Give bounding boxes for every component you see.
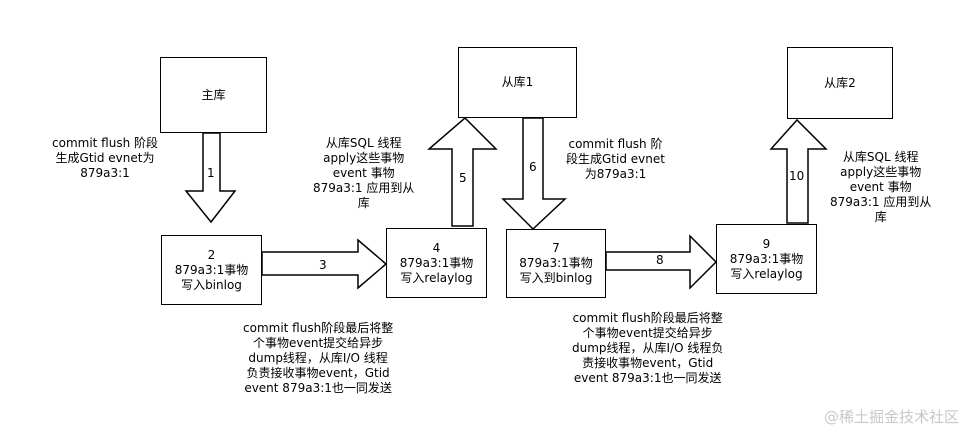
note-slave2-sql: 从库SQL 线程 apply这些事物 event 事物 879a3:1 应用到从… <box>830 150 932 224</box>
step9-line2: 写入relaylog <box>730 266 803 281</box>
step2-box: 2 879a3:1事物 写入binlog <box>161 235 262 305</box>
note-slave1-sql: 从库SQL 线程 apply这些事物 event 事物 879a3:1 应用到从… <box>313 136 415 210</box>
arrow-1 <box>184 132 237 224</box>
step4-number: 4 <box>432 240 441 255</box>
arrow-5-label: 5 <box>459 171 467 185</box>
note-slave1-flush: commit flush 阶 段生成Gtid evnet 为879a3:1 <box>566 137 665 181</box>
step4-line2: 写入relaylog <box>400 270 473 285</box>
step7-line2: 写入到binlog <box>519 271 593 285</box>
step7-box: 7 879a3:1事物 写入到binlog <box>506 229 606 298</box>
arrow-8-label: 8 <box>656 253 664 267</box>
step4-box: 4 879a3:1事物 写入relaylog <box>386 228 487 298</box>
slave2-node: 从库2 <box>787 47 893 119</box>
step2-number: 2 <box>207 247 216 262</box>
slave2-node-label: 从库2 <box>824 75 856 90</box>
note-master-dump: commit flush阶段最后将整 个事物event提交给异步 dump线程，… <box>243 321 394 395</box>
arrow-10-label: 10 <box>789 169 805 183</box>
step9-number: 9 <box>762 236 771 251</box>
slave1-node: 从库1 <box>458 47 577 118</box>
step9-box: 9 879a3:1事物 写入relaylog <box>716 224 817 294</box>
master-node: 主库 <box>160 57 267 133</box>
step7-number: 7 <box>552 241 560 255</box>
step9-line1: 879a3:1事物 <box>729 251 804 266</box>
arrow-6-label: 6 <box>529 160 537 174</box>
arrow-8 <box>605 234 718 290</box>
arrow-10 <box>769 118 828 224</box>
step2-line2: 写入binlog <box>181 277 242 292</box>
arrow-5 <box>426 116 498 227</box>
note-slave1-dump: commit flush阶段最后将整 个事物event提交给异步 dump线程，… <box>572 311 724 385</box>
slave1-node-label: 从库1 <box>501 75 534 89</box>
arrow-6 <box>501 117 567 231</box>
step4-line1: 879a3:1事物 <box>399 255 474 270</box>
master-node-label: 主库 <box>201 87 226 102</box>
step7-line1: 879a3:1事物 <box>519 256 593 270</box>
step2-line1: 879a3:1事物 <box>174 262 249 277</box>
arrow-3-label: 3 <box>319 258 327 272</box>
watermark: @稀土掘金技术社区 <box>823 408 959 426</box>
note-master-flush: commit flush 阶段 生成Gtid evnet为 879a3:1 <box>52 136 159 180</box>
arrow-3 <box>261 238 388 290</box>
arrow-1-label: 1 <box>207 166 215 180</box>
